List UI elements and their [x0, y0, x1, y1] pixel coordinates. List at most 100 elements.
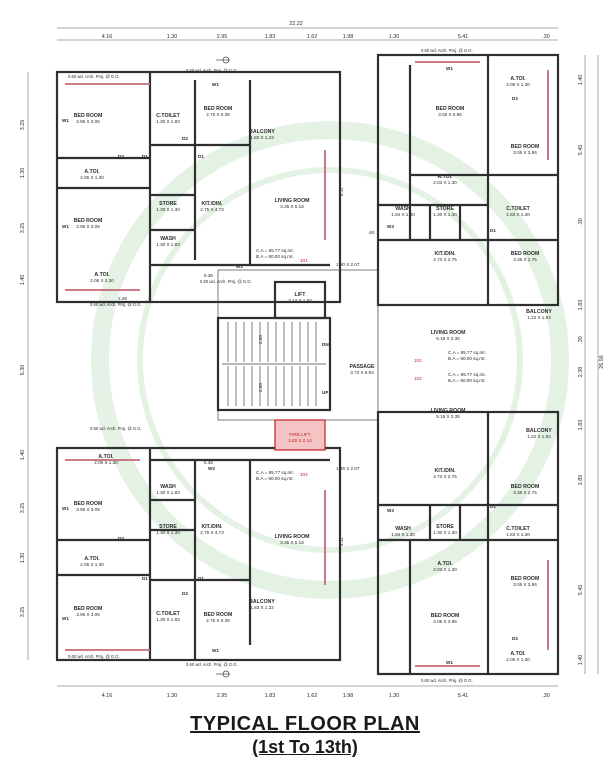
plan-label: 104 [300, 472, 308, 477]
room-size: 3.05 X 3.96 [513, 582, 537, 587]
room-size: 2.03 X 1.30 [433, 180, 457, 185]
room-size: 3.35 X 5.18 [280, 540, 304, 545]
plan-label: 5.41 [458, 693, 469, 699]
top-dims: 4.16 1.30 2.95 1.83 1.62 1.98 1.30 5.41 … [102, 34, 550, 40]
room-name: STORE [436, 206, 454, 212]
plan-label: 2.26 [118, 296, 127, 301]
plan-label: D1 [142, 576, 148, 581]
plan-label: B.A = 80.00 sq.mt. [448, 356, 486, 361]
room-name: C.TOILET [156, 611, 180, 617]
plan-label: D1 [490, 504, 496, 509]
room-size: 2.06 X 1.30 [90, 278, 114, 283]
plan-label: W1 [62, 616, 69, 621]
room-size: 1.22 X 1.83 [527, 434, 551, 439]
bottom-dims: 4.16 1.30 2.95 1.83 1.62 1.98 1.30 5.41 … [102, 693, 550, 699]
plan-label: W1 [62, 224, 69, 229]
room-name: A.TOI. [98, 454, 114, 460]
plan-label: W1 [62, 118, 69, 123]
plan-label: 1.62 [307, 693, 318, 699]
room-size: 3.96 X 3.05 [76, 119, 100, 124]
room-name: BED ROOM [431, 613, 460, 619]
plan-label: 5.41 [458, 34, 469, 40]
plan-label: D2 [182, 136, 188, 141]
plan-label: 1.83 [578, 420, 584, 431]
plan-label: B.A = 80.00 sq.mt. [256, 254, 294, 259]
room-name: BED ROOM [436, 106, 465, 112]
dimension-lines [27, 27, 599, 687]
plan-label: 1.90 X 2.07 [336, 262, 360, 267]
left-dims: 3.25 1.30 3.25 1.40 6.30 1.40 3.25 1.30 … [20, 120, 26, 618]
room-name: A.TOI. [437, 174, 453, 180]
room-size: 1.83 X 1.30 [506, 532, 530, 537]
room-name: A.TOI. [84, 169, 100, 175]
plan-label: 0.60 wd. Arch. Proj. @ G.G. [90, 426, 142, 431]
plan-label: 1.30 [20, 553, 26, 564]
room-name: STORE [436, 524, 454, 530]
plan-label: 103 [414, 376, 422, 381]
arch-projection-notes: 0.60 wd. Arch. Proj. @ G.G. 0.60 wd. Arc… [68, 48, 473, 683]
plan-label: 2.00 [258, 383, 263, 392]
room-name: LIVING ROOM [275, 198, 310, 204]
plan-label: W1 [212, 82, 219, 87]
plan-label: .30 [542, 693, 550, 699]
plan-label: D2 [118, 154, 124, 159]
room-size: 3.96 X 3.05 [76, 612, 100, 617]
plan-label: D2 [512, 96, 518, 101]
room-name: PASSAGE [350, 364, 376, 370]
plan-label: W1 [212, 648, 219, 653]
room-size: 1.83 X 1.30 [506, 212, 530, 217]
room-name: LIFT [295, 292, 307, 298]
plan-label: W2 [208, 466, 215, 471]
plan-label: W1 [62, 506, 69, 511]
room-name: BED ROOM [74, 113, 103, 119]
room-name: BED ROOM [74, 606, 103, 612]
plan-label: 1.40 [578, 655, 584, 666]
plan-label: C.A = 85.77 sq.mt. [448, 350, 486, 355]
room-name: WASH [395, 206, 411, 212]
plan-label: 1.30 [389, 693, 400, 699]
room-size: 2.03 X 1.30 [433, 567, 457, 572]
plan-label: 1.98 X 2.07 [336, 466, 360, 471]
plan-label: 1.83 [265, 34, 276, 40]
plan-label: 1.40 [20, 450, 26, 461]
room-size: 4.73 X 2.75 [433, 474, 457, 479]
door-window-markers: W1 W1 W1 W2 W3 W1 W1 W1 W1 W2 W3 W1 D1 D… [62, 66, 518, 665]
room-name: KIT./DIN. [434, 251, 456, 257]
plan-label: D1 [142, 154, 148, 159]
plan-label: 4.11 [339, 187, 344, 196]
plan-label: 1.98 [343, 34, 354, 40]
room-size: 2.75 X 3.35 [206, 618, 230, 623]
plan-label: 1.40 [20, 275, 26, 286]
room-name: BALCONY [526, 309, 552, 315]
plan-label: 0.60 wd. Arch. Proj. @ G.G. [90, 302, 142, 307]
plan-label: B.A = 80.00 sq.mt. [256, 476, 294, 481]
room-size: 1.30 X 1.83 [156, 242, 180, 247]
room-size: 3.96 X 3.05 [76, 507, 100, 512]
plan-label: 0.60 wd. Arch. Proj. @ G.G. [200, 279, 252, 284]
plan-label: D2 [512, 636, 518, 641]
plan-label: W1 [446, 660, 453, 665]
room-name: C.TOILET [506, 526, 530, 532]
plan-label: 0.60 wd. Arch. Proj. @ G.G. [186, 68, 238, 73]
floor-plan-drawing: 22.22 4.16 1.30 2.95 1.83 1.62 1.98 1.30… [20, 21, 605, 699]
room-size: 5.18 X 3.35 [436, 336, 460, 341]
room-size: 1.84 X 1.30 [391, 212, 415, 217]
plan-title: TYPICAL FLOOR PLAN (1st To 13th) [0, 712, 610, 758]
stair-up-label: UP [322, 390, 328, 395]
plan-label: 3.25 [20, 120, 26, 131]
room-name: BED ROOM [74, 501, 103, 507]
room-name: A.TOI. [437, 561, 453, 567]
plan-label: 0.60 wd. Arch. Proj. @ G.G. [68, 654, 120, 659]
plan-label: 3.25 [20, 503, 26, 514]
window-marks [65, 61, 549, 667]
room-name: BED ROOM [511, 484, 540, 490]
plan-label: D1 [198, 154, 204, 159]
plan-label: 6.30 [20, 365, 26, 376]
room-size: 3.05 X 3.96 [438, 112, 462, 117]
right-dims: 1.40 5.45 .30 1.83 .30 2.38 1.83 2.85 5.… [578, 75, 605, 666]
room-size: 3.05 X 3.96 [513, 150, 537, 155]
room-name: WASH [160, 236, 176, 242]
room-size: 1.30 X 1.83 [156, 119, 180, 124]
plan-label: 1.62 [307, 34, 318, 40]
plan-label: 2.95 [217, 34, 228, 40]
